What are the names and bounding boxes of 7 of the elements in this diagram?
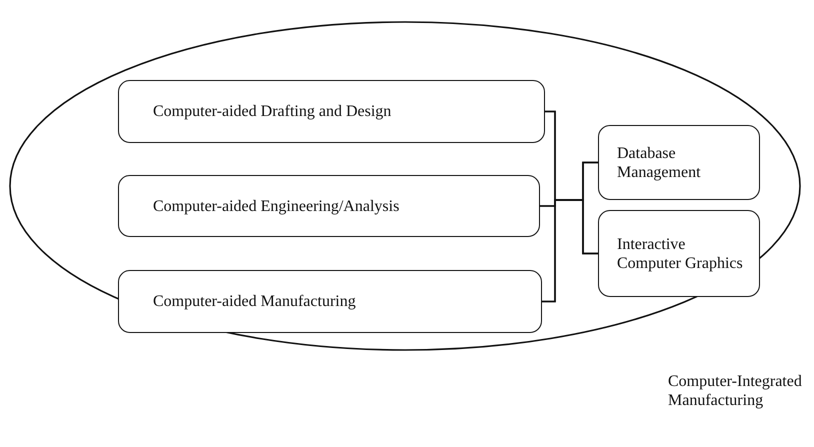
process-box: Database Management <box>598 125 760 200</box>
process-box: Computer-aided Manufacturing <box>118 270 542 333</box>
connector-line <box>542 199 598 302</box>
process-box: Computer-aided Drafting and Design <box>118 80 545 143</box>
boundary-label: Computer-Integrated Manufacturing <box>668 372 803 410</box>
process-box: Computer-aided Engineering/Analysis <box>118 175 540 237</box>
process-box: Interactive Computer Graphics <box>598 210 760 297</box>
